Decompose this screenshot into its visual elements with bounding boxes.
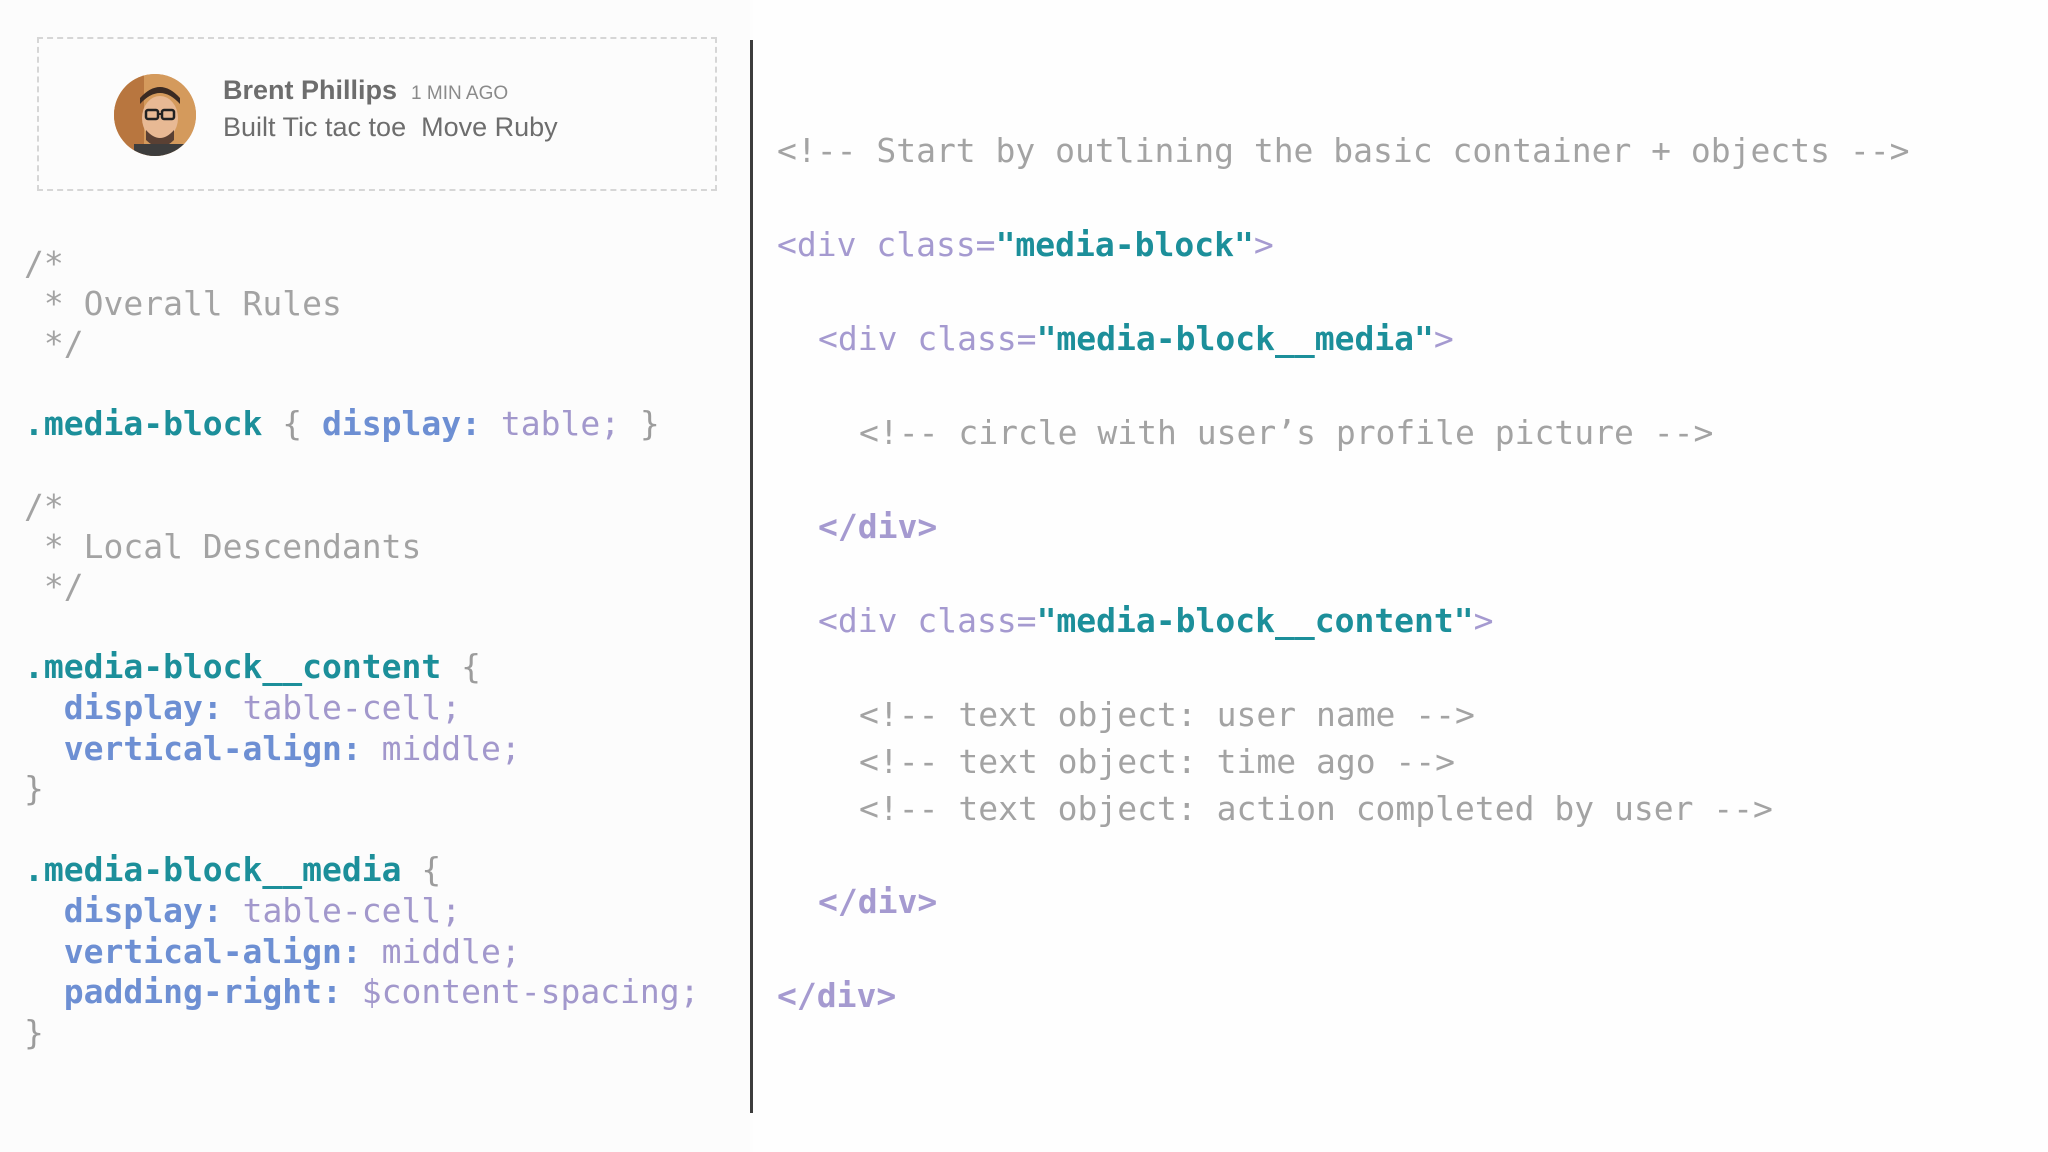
css-value: table-cell; [222,891,462,930]
html-tag: <div [818,319,918,358]
html-comment: <!-- Start by outlining the basic contai… [777,131,1910,170]
css-declaration: vertical-align: middle; [24,729,521,769]
html-open-tag-content: <div class="media-block__content"> [818,601,1494,641]
css-rule-media-block: .media-block { display: table; } [24,404,660,444]
pane-divider [750,40,753,1113]
time-ago: 1 MIN AGO [411,83,509,104]
html-tag: > [1253,225,1274,264]
css-declaration: display: table-cell; [24,688,461,728]
css-comment-line: /* [24,244,64,283]
css-value: $content-spacing; [341,972,700,1011]
css-declaration: vertical-align: middle; [24,932,521,972]
css-brace-close: } [620,404,660,443]
css-property: vertical-align: [63,729,362,768]
html-open-tag-media: <div class="media-block__media"> [818,319,1454,359]
user-name: Brent Phillips [223,75,398,105]
html-attr-value: "media-block" [995,225,1254,264]
css-brace-close: } [24,769,44,808]
html-tag: > [1433,319,1454,358]
html-attr-value: "media-block__content" [1036,601,1474,640]
html-pane: <!-- Start by outlining the basic contai… [753,0,2048,1152]
html-comment: <!-- text object: user name --> [859,695,1475,734]
css-value: table-cell; [222,688,462,727]
css-property: display: [63,891,223,930]
html-tag: <div [818,601,918,640]
html-close-tag: </div> [818,882,938,921]
css-comment-line: */ [24,324,84,363]
css-property: padding-right: [63,972,342,1011]
html-tag: > [1473,601,1494,640]
user-action: Built Tic tac toe Move Ruby [223,112,558,142]
css-brace-open: { [441,647,481,686]
css-property: vertical-align: [63,932,362,971]
css-comment-line: */ [24,567,84,606]
css-selector: .media-block [24,404,263,443]
css-brace-close: } [24,1013,44,1052]
css-declaration: padding-right: $content-spacing; [24,972,700,1012]
user-avatar [114,74,196,156]
css-comment-line: /* [24,487,64,526]
media-block-example: Brent Phillips 1 MIN AGO Built Tic tac t… [37,37,717,191]
css-comment-line: * Overall Rules [24,284,342,323]
html-comment: <!-- text object: time ago --> [859,742,1456,781]
html-attr: class= [876,225,996,264]
html-open-tag-media-block: <div class="media-block"> [777,225,1274,265]
html-tag: <div [777,225,877,264]
css-brace-open: { [262,404,323,443]
css-comment-line: * Local Descendants [24,527,422,566]
css-property: display: [63,688,223,727]
html-comment: <!-- text object: action completed by us… [859,789,1773,828]
html-close-tag: </div> [818,507,938,546]
css-selector: .media-block__content [24,647,442,686]
css-value: middle; [361,932,521,971]
css-value: table; [480,404,621,443]
html-attr: class= [917,601,1037,640]
css-rule-media: .media-block__media { [24,850,441,890]
html-attr: class= [917,319,1037,358]
html-comment: <!-- circle with user’s profile picture … [859,413,1714,452]
css-selector: .media-block__media [24,850,402,889]
css-value: middle; [361,729,521,768]
media-block-content: Brent Phillips 1 MIN AGO Built Tic tac t… [223,75,558,143]
html-attr-value: "media-block__media" [1036,319,1434,358]
css-pane: Brent Phillips 1 MIN AGO Built Tic tac t… [0,0,750,1152]
css-property: display: [322,404,481,443]
css-brace-open: { [401,850,442,889]
html-close-tag: </div> [777,976,897,1015]
css-declaration: display: table-cell; [24,891,461,931]
css-rule-content: .media-block__content { [24,647,481,687]
